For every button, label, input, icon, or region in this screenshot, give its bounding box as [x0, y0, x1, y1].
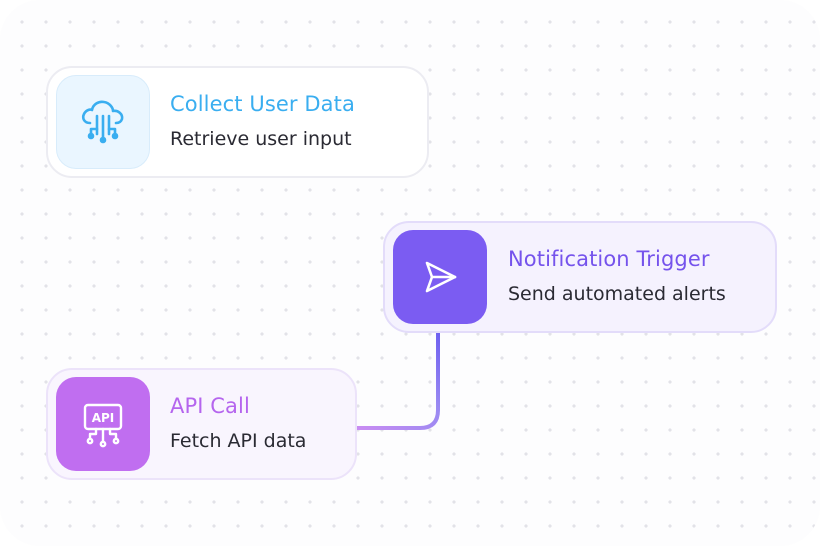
node-collect-user-data[interactable]: Collect User Data Retrieve user input	[46, 66, 429, 178]
connector-api-to-notify	[355, 323, 440, 430]
node-subtitle: Retrieve user input	[170, 128, 352, 150]
node-title: Collect User Data	[170, 92, 355, 116]
cloud-network-icon	[56, 75, 150, 169]
node-api-call[interactable]: API API Call Fetch API data	[46, 368, 357, 480]
node-title: Notification Trigger	[508, 247, 710, 271]
node-title: API Call	[170, 394, 250, 418]
api-chip-icon: API	[56, 377, 150, 471]
send-icon	[393, 230, 487, 324]
node-notification-trigger[interactable]: Notification Trigger Send automated aler…	[383, 221, 777, 333]
api-chip-label: API	[92, 411, 115, 425]
node-subtitle: Fetch API data	[170, 430, 307, 452]
node-subtitle: Send automated alerts	[508, 283, 726, 305]
